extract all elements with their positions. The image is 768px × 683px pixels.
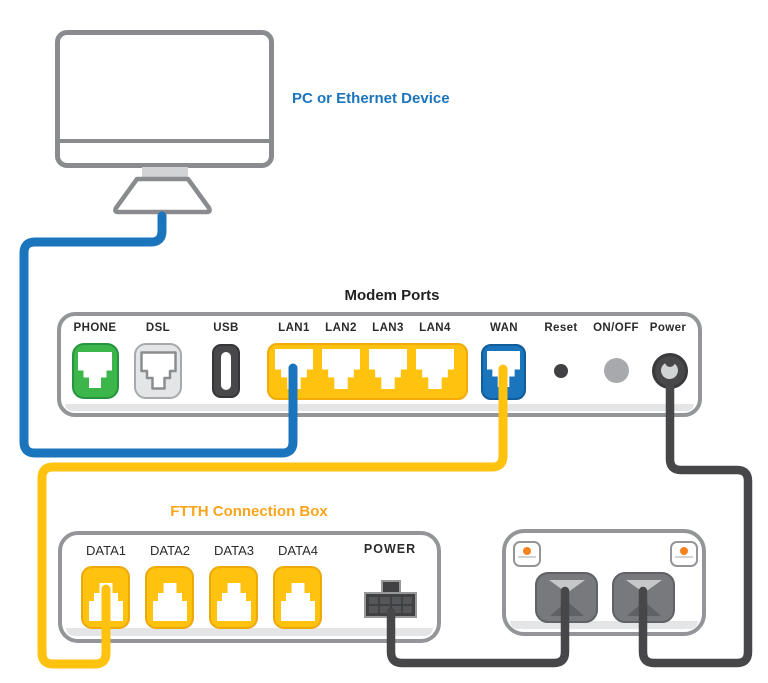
outlet-socket-left bbox=[535, 572, 598, 623]
socket-triangle-bottom bbox=[549, 601, 584, 616]
data4-jack-icon bbox=[281, 583, 315, 621]
indicator-lip bbox=[518, 556, 536, 563]
pc-device-label: PC or Ethernet Device bbox=[292, 90, 450, 107]
socket-triangle-bottom bbox=[626, 601, 661, 616]
orange-dot-icon bbox=[680, 547, 688, 555]
socket-triangle-top bbox=[625, 580, 662, 593]
pc-monitor-icon bbox=[55, 30, 274, 168]
ftth-panel-lip bbox=[66, 628, 433, 636]
power-jack-pin bbox=[661, 362, 678, 379]
data1-jack-icon bbox=[89, 583, 123, 621]
usb-port-label: USB bbox=[213, 322, 239, 334]
reset-label: Reset bbox=[544, 322, 578, 334]
wan-jack-icon bbox=[487, 351, 520, 387]
power-label: Power bbox=[649, 322, 687, 334]
modem-panel-lip bbox=[65, 404, 694, 411]
outlet-panel-lip bbox=[510, 621, 698, 629]
data4-port-label: DATA4 bbox=[278, 543, 318, 558]
monitor-chin-line bbox=[58, 139, 270, 143]
phone-jack-icon bbox=[78, 352, 112, 388]
data2-port-label: DATA2 bbox=[150, 543, 190, 558]
reset-button bbox=[554, 364, 568, 378]
outlet-socket-right bbox=[612, 572, 675, 623]
monitor-stand-icon bbox=[113, 176, 212, 215]
phone-port-label: PHONE bbox=[73, 322, 117, 334]
monitor-stand-neck bbox=[142, 167, 188, 179]
power-jack-notch bbox=[665, 357, 675, 367]
dsl-port-label: DSL bbox=[145, 322, 171, 334]
lan4-jack-icon bbox=[416, 349, 454, 389]
ftth-power-connector bbox=[364, 592, 417, 618]
ftth-power-label: POWER bbox=[363, 542, 417, 556]
orange-dot-icon bbox=[523, 547, 531, 555]
onoff-button bbox=[604, 358, 629, 383]
socket-triangle-top bbox=[548, 580, 585, 593]
outlet-indicator-left bbox=[513, 541, 541, 567]
lan3-jack-icon bbox=[369, 349, 407, 389]
data2-jack-icon bbox=[153, 583, 187, 621]
dsl-jack-icon bbox=[140, 351, 177, 390]
indicator-lip bbox=[675, 556, 693, 563]
lan2-jack-icon bbox=[322, 349, 360, 389]
outlet-indicator-right bbox=[670, 541, 698, 567]
lan1-port-label: LAN1 bbox=[278, 322, 310, 334]
data1-port-label: DATA1 bbox=[86, 543, 126, 558]
wan-port-label: WAN bbox=[489, 322, 519, 334]
lan4-port-label: LAN4 bbox=[419, 322, 451, 334]
lan2-port-label: LAN2 bbox=[325, 322, 357, 334]
ftth-box-title: FTTH Connection Box bbox=[170, 503, 328, 520]
modem-ports-title: Modem Ports bbox=[344, 287, 440, 304]
data3-port-label: DATA3 bbox=[214, 543, 254, 558]
usb-slot-icon bbox=[221, 352, 231, 390]
lan1-jack-icon bbox=[275, 349, 313, 389]
data3-jack-icon bbox=[217, 583, 251, 621]
onoff-label: ON/OFF bbox=[593, 322, 639, 334]
lan3-port-label: LAN3 bbox=[372, 322, 404, 334]
